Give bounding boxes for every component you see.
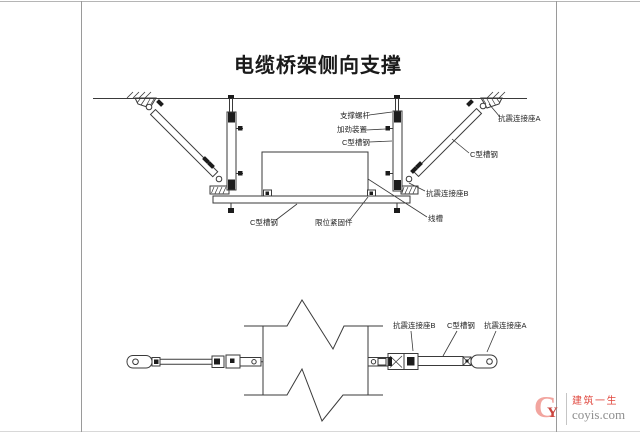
label-plan-seismic-seat-b: 抗震连接座B [393, 321, 436, 330]
label-plan-c-channel: C型槽钢 [447, 321, 475, 330]
sheet-border-right [556, 1, 557, 432]
left-hanger [226, 95, 243, 191]
cable-trough [261, 151, 369, 197]
site-watermark: C Y 建筑一生 coyis.com [534, 389, 638, 429]
leader-lines-plan [410, 330, 497, 357]
brand-name: 建筑一生 [572, 396, 618, 407]
plan-left-rod [126, 354, 263, 369]
bottom-channel [212, 195, 411, 213]
right-hanger [385, 95, 403, 192]
label-seismic-seat-b: 抗震连接座B [426, 189, 469, 198]
site-url: coyis.com [572, 407, 626, 422]
label-wire-trough: 线槽 [428, 214, 443, 223]
label-c-channel-bottom: C型槽钢 [250, 218, 278, 227]
limit-fasteners [263, 189, 376, 197]
label-plan-seismic-seat-a: 抗震连接座A [484, 321, 527, 330]
sheet-border-top [0, 1, 640, 2]
leader-lines-top [275, 103, 501, 221]
brand-logo-icon: C Y [534, 389, 558, 424]
label-limit-fastener: 限位紧固件 [315, 218, 353, 227]
break-symbol [244, 299, 383, 422]
drawing-title: 电缆桥架侧向支撑 [234, 55, 402, 77]
label-c-channel-brace: C型槽钢 [470, 150, 498, 159]
sheet-border-left [81, 1, 82, 432]
plan-right-rod [367, 353, 498, 370]
sheet-border-bottom [0, 431, 640, 432]
watermark-divider [566, 393, 567, 425]
ceiling-hatch [126, 91, 506, 99]
right-brace [400, 97, 503, 195]
label-c-channel-hanger: C型槽钢 [342, 138, 370, 147]
label-support-rod: 支撑螺杆 [340, 111, 370, 120]
label-seismic-seat-a: 抗震连接座A [498, 114, 541, 123]
label-stiffener: 加劲装置 [337, 125, 367, 134]
left-brace [134, 97, 230, 195]
